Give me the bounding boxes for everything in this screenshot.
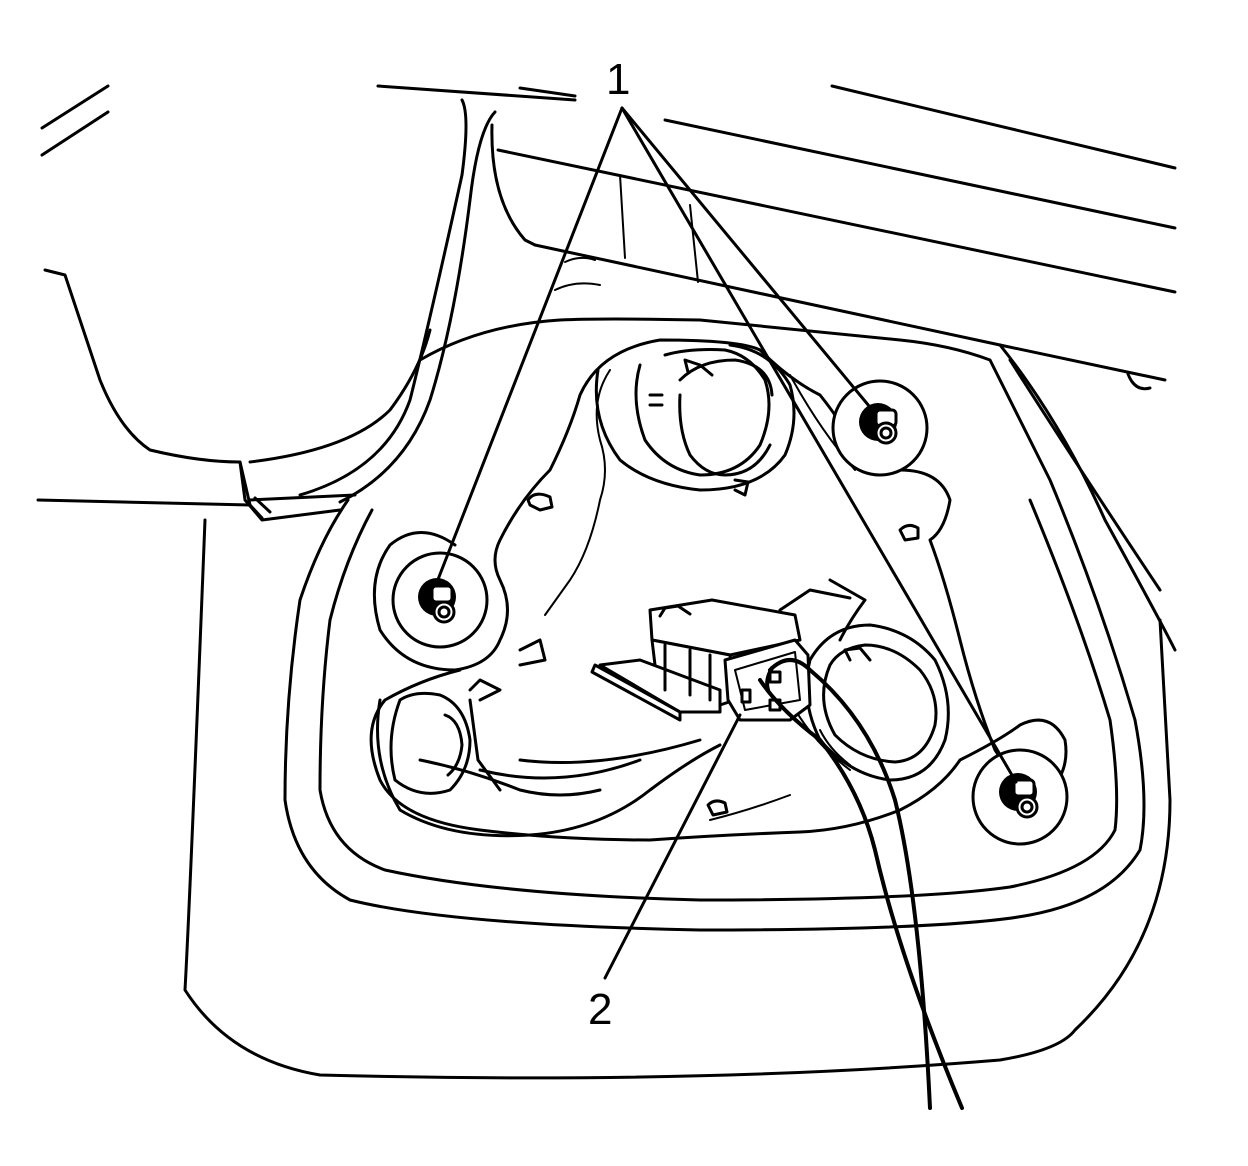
- wiring-harness: [376, 698, 722, 838]
- harness-cable: [758, 658, 964, 1110]
- rear-fascia: [36, 84, 1177, 1080]
- lamp-housing: [283, 317, 1146, 932]
- mounting-stud-left: [391, 551, 489, 649]
- callout-2-label: 2: [588, 985, 612, 1034]
- socket-carrier-plate: [369, 256, 1068, 842]
- leader-lines-callout-1: [435, 106, 1018, 784]
- mounting-stud-lower-right: [971, 748, 1069, 846]
- callout-1-label: 1: [606, 55, 630, 104]
- upper-bulb-socket: [594, 343, 796, 497]
- mounting-stud-upper-right: [831, 379, 929, 477]
- leader-line-callout-2: [603, 713, 742, 980]
- electrical-connector: [590, 598, 812, 722]
- retaining-clips: [526, 492, 920, 817]
- body-panel: [376, 84, 1177, 391]
